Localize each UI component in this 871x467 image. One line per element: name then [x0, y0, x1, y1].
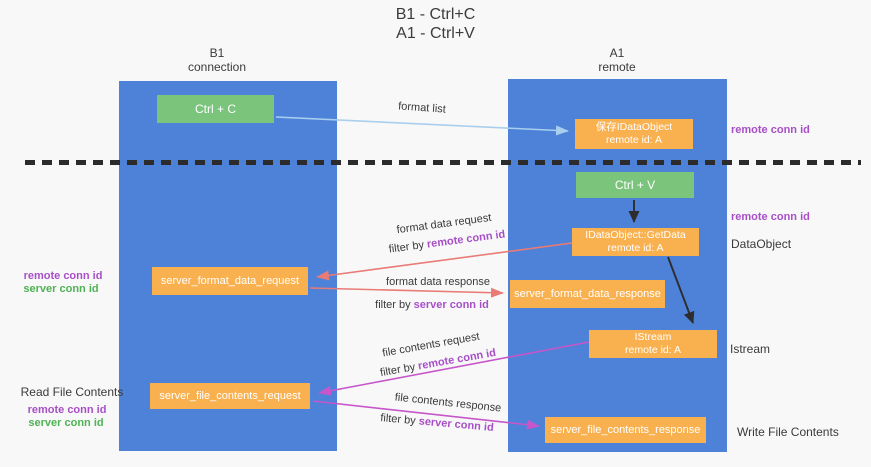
label-filter-by-server-conn-id-1: filter by server conn id: [375, 299, 489, 311]
node-save-idataobject: 保存IDataObject remote id: A: [575, 119, 693, 149]
lane-right-role: remote: [598, 60, 636, 74]
node-istream-line2: remote id: A: [624, 344, 682, 356]
label-right-remote-conn-id-mid: remote conn id: [731, 211, 810, 223]
node-server-file-contents-response-label: server_file_contents_response: [550, 424, 701, 436]
label-file-contents-response: file contents response: [394, 391, 502, 415]
node-ctrl-c: Ctrl + C: [157, 95, 274, 123]
label-write-file-contents: Write File Contents: [737, 425, 839, 439]
label-left-server-conn-id: server conn id: [23, 283, 99, 295]
label-format-data-response: format data response: [386, 276, 490, 288]
diagram-title: B1 - Ctrl+C A1 - Ctrl+V: [0, 5, 871, 43]
node-server-format-data-response: server_format_data_response: [510, 280, 665, 308]
lane-right-name: A1: [609, 46, 625, 60]
server-conn-id-term: server conn id: [418, 415, 495, 434]
label-filter-by-server-conn-id-2: filter by server conn id: [379, 412, 495, 434]
node-ctrl-c-label: Ctrl + C: [194, 102, 236, 116]
node-save-idataobject-line2: remote id: A: [605, 134, 663, 146]
lane-left-header: B1 connection: [188, 46, 246, 74]
label-istream: Istream: [730, 342, 771, 356]
node-server-file-contents-request-label: server_file_contents_request: [159, 390, 301, 402]
arrow-format-data-response: [309, 287, 504, 298]
label-left-remote-conn-id: remote conn id: [23, 270, 103, 282]
label-right-remote-conn-id-top: remote conn id: [731, 124, 810, 136]
node-istream-line1: IStream: [634, 331, 672, 343]
node-server-format-data-request-label: server_format_data_request: [160, 275, 300, 287]
lane-left-name: B1: [209, 46, 225, 60]
node-server-file-contents-response: server_file_contents_response: [545, 417, 706, 443]
dashed-divider: [25, 160, 861, 165]
node-idataobject-getdata-line2: remote id: A: [607, 242, 664, 254]
node-ctrl-v: Ctrl + V: [576, 172, 694, 198]
title-line1: B1 - Ctrl+C: [395, 6, 476, 23]
lane-right-header: A1 remote: [598, 46, 635, 74]
title-line2: A1 - Ctrl+V: [396, 25, 475, 42]
node-istream: IStream remote id: A: [589, 330, 717, 358]
server-conn-id-term: server conn id: [413, 299, 489, 311]
node-save-idataobject-line1: 保存IDataObject: [595, 121, 673, 133]
label-dataobject: DataObject: [731, 237, 792, 251]
node-server-format-data-request: server_format_data_request: [152, 267, 308, 295]
label-left-bottom-server-conn-id: server conn id: [28, 417, 104, 429]
lane-left-role: connection: [187, 60, 247, 74]
node-server-file-contents-request: server_file_contents_request: [150, 383, 310, 409]
node-idataobject-getdata-line1: IDataObject::GetData: [585, 229, 686, 241]
node-ctrl-v-label: Ctrl + V: [614, 178, 656, 192]
node-idataobject-getdata: IDataObject::GetData remote id: A: [572, 228, 699, 256]
label-read-file-contents: Read File Contents: [20, 385, 124, 399]
label-format-list: format list: [397, 100, 447, 116]
label-left-bottom-remote-conn-id: remote conn id: [27, 404, 107, 416]
remote-conn-id-term: remote conn id: [426, 228, 506, 251]
node-server-format-data-response-label: server_format_data_response: [514, 288, 661, 300]
